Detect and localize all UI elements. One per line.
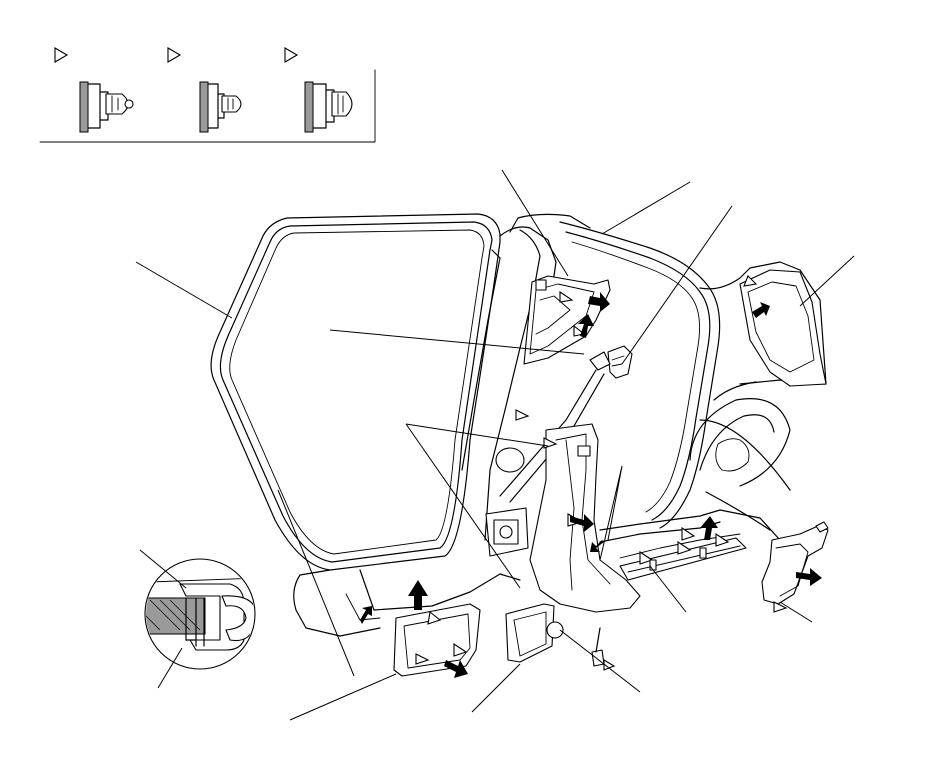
panel-section-a [79, 81, 89, 133]
weatherstrip-leader [135, 261, 233, 319]
door-step-panel [485, 507, 529, 557]
kick-panel [505, 603, 564, 663]
seatbelt-anchor [589, 345, 633, 379]
clip-type-a-icon [54, 47, 134, 133]
arrow-front-sill-up [408, 580, 428, 610]
glass-opening-leader [329, 329, 585, 355]
roof-weatherstrip-leader [601, 181, 691, 235]
arrow-upper-up [578, 314, 594, 338]
arrow-rear-sill-up [700, 516, 718, 540]
arrow-upper-right [588, 292, 610, 312]
weatherstrip-section-icon [144, 558, 256, 670]
panel-section-b [199, 81, 209, 133]
rear-door-opening [559, 221, 721, 529]
arrow-quarter-in [752, 302, 770, 318]
legend-frame [39, 69, 376, 143]
front-sill-trim-leader [289, 673, 397, 721]
rear-sill-trim-leader [649, 565, 687, 613]
panel-section-c [304, 81, 314, 133]
arrow-front-sill-right [444, 660, 468, 678]
seatbelt-anchor-leader [621, 205, 733, 365]
pillar-inner-leader [599, 465, 623, 561]
quarter-upper-trim [739, 269, 827, 387]
door-weatherstrip [210, 213, 501, 571]
upper-pillar-trim-leader [501, 169, 569, 277]
clip-pair-leader [405, 423, 549, 589]
motion-arrows [360, 292, 822, 678]
arrow-bracket-right [796, 568, 822, 586]
legend-marker-c [284, 47, 299, 63]
rear-bracket-leader [779, 601, 813, 623]
rear-wheel-arch [689, 261, 827, 531]
legend-marker-b [167, 47, 182, 63]
rear-sill-trim [619, 532, 747, 581]
clip-markers [515, 409, 788, 671]
rear-bracket [761, 521, 829, 605]
arrow-lower-pillar-left [590, 540, 604, 552]
callout-leaders [135, 169, 855, 721]
clip-legend [39, 47, 376, 143]
bolt-icon [591, 627, 605, 667]
clip-type-c-icon [284, 47, 353, 133]
pillar-lower-trim-leader [471, 663, 521, 713]
detail-seal-leader [157, 647, 183, 689]
arrow-front-left [360, 606, 372, 624]
clip-type-b-icon [167, 47, 242, 133]
vehicle-body [210, 213, 827, 637]
grommet-icon [495, 447, 525, 473]
legend-marker-a [54, 47, 69, 63]
arrow-pillar-mid [570, 514, 594, 532]
front-sill-trim [393, 603, 481, 677]
bolt-leader [559, 629, 641, 693]
quarter-trim-leader [799, 255, 855, 307]
detail-lip-leader [139, 549, 187, 589]
upper-pillar-trim [523, 275, 611, 365]
door-opening-leader [277, 489, 355, 677]
